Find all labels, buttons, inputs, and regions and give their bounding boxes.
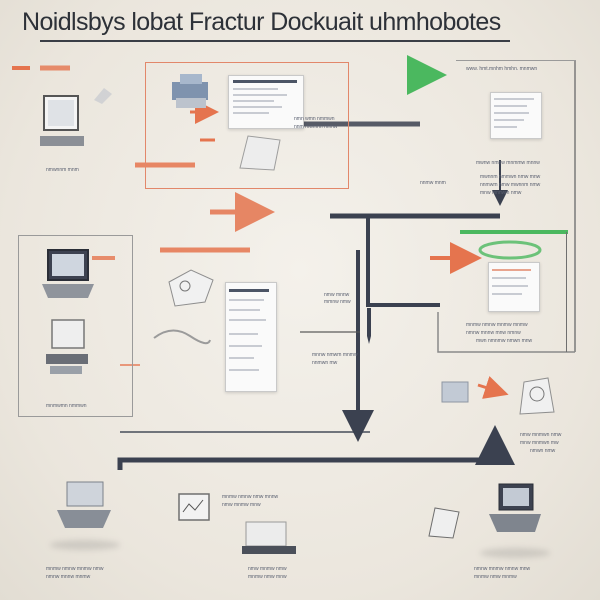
document-sketch-top [236, 130, 286, 172]
diagram-title: Noidlsbys lobat Fractur Dockuait uhmhobo… [22, 8, 501, 36]
laptop-illustration-bottom-right [485, 480, 545, 546]
monitor-illustration-left [44, 318, 94, 380]
label-center-mid-2: nnmwn mw [312, 360, 338, 366]
monitor-illustration-bottom-center [175, 492, 215, 534]
soft-shadow-bottom-left [50, 540, 120, 550]
chart-panel-right [488, 262, 540, 312]
label-right-block-1: mwnnm nmmwn nmw mnw [480, 174, 541, 180]
connector-bottom-loop [117, 425, 515, 470]
label-bottom-center-2: nmw mnmw mnw [222, 502, 261, 508]
soft-shadow-bottom-right [480, 548, 550, 558]
green-ring [478, 240, 542, 260]
label-bottom-left-2: nmnw mnnw mnmw [46, 574, 91, 580]
label-right-block-2: nnmwm nmw mwnnm nmw [480, 182, 541, 188]
label-center-small-2: mmnw nmw [324, 299, 351, 305]
desk-illustration-bottom-center [240, 518, 300, 558]
label-left-small-1: nmwnnm mnm [46, 167, 79, 173]
computer-illustration-topleft [38, 92, 88, 152]
label-right-list-2: nmnw mnnw mnw nmnw [466, 330, 521, 336]
frame-right-middle [566, 232, 567, 352]
label-right-left-small: nnmw mnm [420, 180, 446, 186]
tablet-illustration-bottom-right [425, 502, 465, 542]
report-panel-top-right [490, 92, 542, 139]
sketch-hand-center [150, 318, 212, 356]
label-bottom-left-1: mnmw nmnw mnmw nmw [46, 566, 104, 572]
label-lower-right-2: mnw mnmwn mw [520, 440, 559, 446]
label-mid-top-1: nmn wmn nmmwn [294, 116, 335, 122]
pen-tool-center [362, 306, 376, 346]
label-right-list-3: mwn nmnmw nmwn mnw [476, 338, 533, 344]
frame-top-right [456, 60, 576, 61]
laptop-illustration-left [40, 246, 98, 304]
connector-right-mid [437, 312, 575, 353]
robot-illustration-lower-right [510, 372, 560, 420]
label-bottom-right-1: nmnw mnmw nmnw mnw [474, 566, 531, 572]
label-right-list-1: mnmw nmnw mnmw mnmw [466, 322, 528, 328]
sketch-printer-center [163, 262, 218, 312]
label-center-small-1: nmw mnnw [324, 292, 350, 298]
label-mid-top-2: nnm mwmnn nnmw [294, 124, 338, 130]
label-top-right-1: www. hmt.mnhm hmhn. mnmwn [466, 66, 538, 72]
label-center-mid-1: mnnw nmwm mnmw [312, 352, 358, 358]
label-bottom-center-1: mnmw nmnw nmw mnnw [222, 494, 279, 500]
document-panel-center [225, 282, 277, 392]
label-right-block-3: mnw mnnwm nmw [480, 190, 522, 196]
frame-left-middle [18, 235, 133, 417]
box-illustration-lower-right [440, 378, 472, 408]
document-panel-top [228, 75, 304, 129]
label-bottom-center-low-1: nmw mnmw nmw [248, 566, 287, 572]
connector-main-vertical [366, 216, 440, 307]
mini-tool-topleft [92, 86, 114, 106]
orange-arrow-lower-right [477, 376, 509, 399]
label-lower-right-1: nmw mnmwn nmw [520, 432, 562, 438]
laptop-illustration-bottom-left [55, 478, 115, 536]
printer-illustration-top [168, 72, 220, 112]
label-bottom-center-low-2: mnmw nmw mnw [248, 574, 287, 580]
label-left-caption: mnmwmn nmmwn [46, 403, 87, 409]
label-right-mid-1: mwnw nmnw mnmmw mnnw [476, 160, 540, 166]
frame-top-center [145, 62, 349, 189]
label-bottom-right-2: mnmw nmw mnmw [474, 574, 517, 580]
label-lower-right-3: nmwn nmw [530, 448, 556, 454]
title-underline [40, 40, 510, 42]
